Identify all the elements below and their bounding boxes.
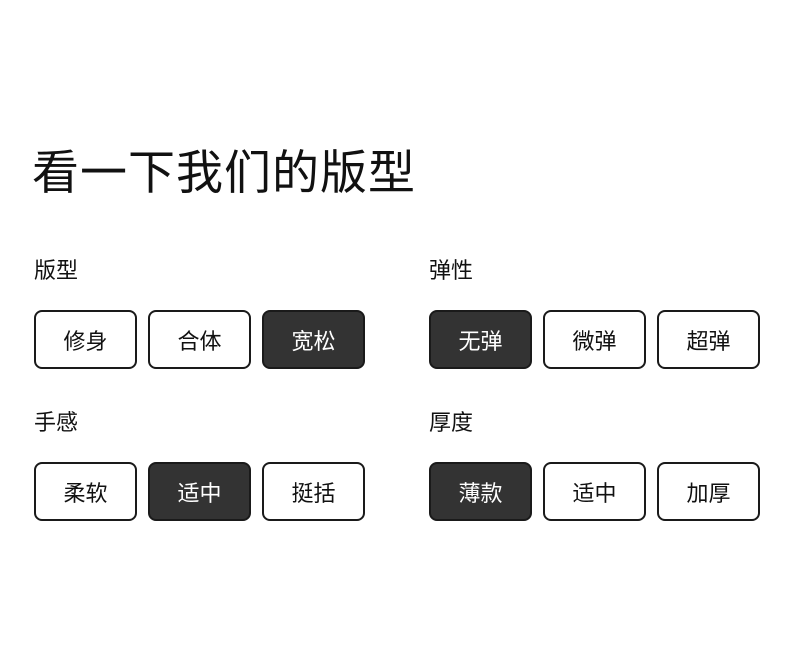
fit-option-regular[interactable]: 合体 [148,310,251,369]
thickness-group: 厚度 薄款 适中 加厚 [429,408,769,528]
feel-options: 柔软 适中 挺括 [34,462,365,521]
fit-option-slim[interactable]: 修身 [34,310,137,369]
fit-options: 修身 合体 宽松 [34,310,365,369]
feel-option-moderate[interactable]: 适中 [148,462,251,521]
thickness-label: 厚度 [429,411,474,436]
elasticity-option-high[interactable]: 超弹 [657,310,760,369]
thickness-option-thick[interactable]: 加厚 [657,462,760,521]
feel-group: 手感 柔软 适中 挺括 [34,408,374,528]
elasticity-options: 无弹 微弹 超弹 [429,310,760,369]
feel-option-crisp[interactable]: 挺括 [262,462,365,521]
feel-label: 手感 [34,411,79,436]
thickness-options: 薄款 适中 加厚 [429,462,760,521]
feel-option-soft[interactable]: 柔软 [34,462,137,521]
thickness-option-moderate[interactable]: 适中 [543,462,646,521]
thickness-option-thin[interactable]: 薄款 [429,462,532,521]
fit-option-loose[interactable]: 宽松 [262,310,365,369]
fit-group: 版型 修身 合体 宽松 [34,256,374,376]
elasticity-group: 弹性 无弹 微弹 超弹 [429,256,769,376]
page-title: 看一下我们的版型 [32,146,416,201]
fit-label: 版型 [34,259,79,284]
elasticity-option-none[interactable]: 无弹 [429,310,532,369]
elasticity-option-slight[interactable]: 微弹 [543,310,646,369]
elasticity-label: 弹性 [429,259,474,284]
